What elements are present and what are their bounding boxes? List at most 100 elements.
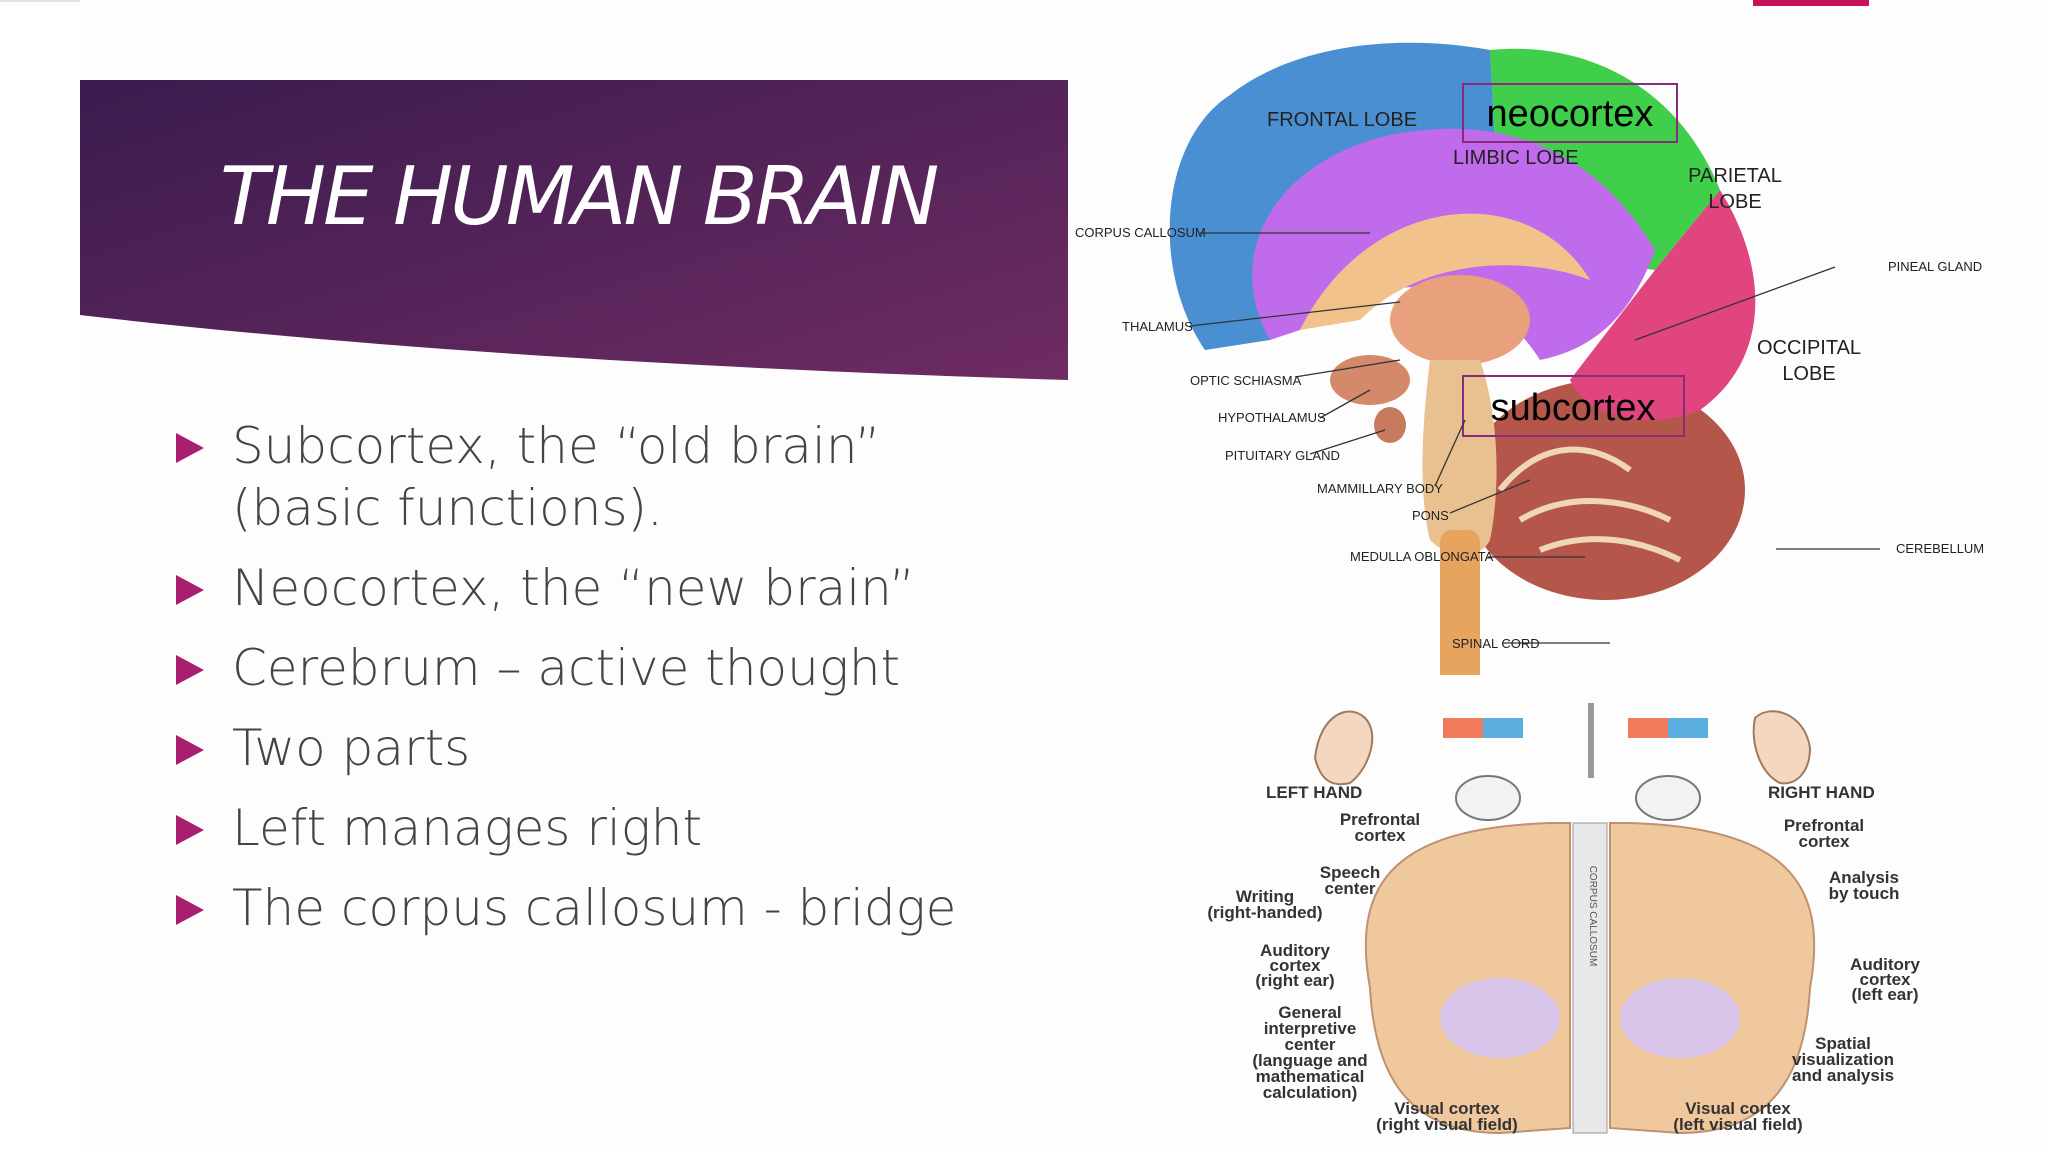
left-prefrontal-label-2: cortex — [1354, 826, 1406, 845]
left-auditory-label-3: (right ear) — [1255, 971, 1334, 990]
mammillary-body-label: MAMMILLARY BODY — [1317, 481, 1443, 496]
right-auditory-label: Auditory — [1850, 955, 1920, 974]
bullet-text: The corpus callosum - bridge — [232, 879, 957, 937]
right-prefrontal-label: Prefrontal — [1784, 816, 1864, 835]
left-auditory-label-2: cortex — [1269, 956, 1321, 975]
bullet-text: Neocortex, the “new brain” — [232, 559, 916, 617]
left-hemisphere-shape — [1364, 822, 1571, 1135]
bullet-text: Cerebrum – active thought — [232, 639, 901, 697]
visual-field-bar — [1668, 718, 1708, 738]
bullet-text-continued: (basic functions). — [232, 479, 663, 537]
left-interpretive-area — [1440, 978, 1560, 1058]
bullet-text: Two parts — [232, 719, 471, 777]
right-eye-icon — [1635, 775, 1701, 821]
left-side-labels: Prefrontal cortex Speech center Writing … — [1207, 810, 1517, 1134]
left-visual-label: Visual cortex — [1394, 1099, 1500, 1118]
left-hand-icon — [1313, 710, 1374, 786]
spatial-label-2: visualization — [1792, 1050, 1894, 1069]
brain-sagittal-illustration: neocortex subcortex FRONTAL LOBE LIMBIC … — [1075, 42, 1984, 685]
spatial-label: Spatial — [1815, 1034, 1871, 1053]
bullet-item: Cerebrum – active thought — [172, 637, 1072, 699]
corpus-callosum-vertical-label: CORPUS CALLOSUM — [1587, 866, 1598, 967]
general-center-label: General — [1278, 1003, 1341, 1022]
hypothalamus-shape — [1330, 355, 1410, 405]
bullet-item: Subcortex, the “old brain” (basic functi… — [172, 415, 1072, 539]
bullet-arrow-icon — [176, 655, 204, 685]
pineal-gland-label: PINEAL GLAND — [1888, 259, 1982, 274]
neocortex-label: neocortex — [1487, 93, 1654, 135]
writing-label: Writing — [1236, 887, 1294, 906]
hemisphere-diagram: CORPUS CALLOSUM LEFT HAND RIGHT HAND Pre… — [1170, 688, 1940, 1152]
title-banner: THE HUMAN BRAIN — [80, 80, 1068, 380]
right-spatial-area — [1620, 978, 1740, 1058]
spinal-cord-shape — [1440, 530, 1480, 685]
general-center-label-6: calculation) — [1263, 1083, 1357, 1102]
thalamus-shape — [1390, 275, 1530, 365]
medulla-oblongata-label: MEDULLA OBLONGATA — [1350, 549, 1494, 564]
left-visual-label-2: (right visual field) — [1376, 1115, 1518, 1134]
corpus-callosum-shape — [1300, 213, 1590, 330]
callout-lines — [1189, 232, 1880, 644]
right-visual-label: Visual cortex — [1685, 1099, 1791, 1118]
subcortex-box — [1462, 375, 1685, 437]
left-prefrontal-label: Prefrontal — [1340, 810, 1420, 829]
left-auditory-label: Auditory — [1260, 941, 1330, 960]
analysis-touch-label: Analysis — [1829, 868, 1899, 887]
speech-center-label-2: center — [1324, 879, 1375, 898]
bullet-arrow-icon — [176, 735, 204, 765]
bullet-item: Two parts — [172, 717, 1072, 779]
right-visual-label-2: (left visual field) — [1673, 1115, 1802, 1134]
pituitary-gland-label: PITUITARY GLAND — [1225, 448, 1340, 463]
right-hemisphere-shape — [1609, 822, 1816, 1135]
occipital-lobe-shape — [1570, 190, 1756, 420]
pituitary-shape — [1374, 407, 1406, 443]
general-center-label-2: interpretive — [1264, 1019, 1357, 1038]
bullet-list: Subcortex, the “old brain” (basic functi… — [172, 415, 1072, 957]
visual-field-bar — [1443, 718, 1483, 738]
neocortex-box — [1462, 83, 1678, 143]
title-banner-shape — [80, 80, 1068, 380]
brain-sagittal-diagram: neocortex subcortex FRONTAL LOBE LIMBIC … — [1070, 20, 2010, 685]
hemisphere-illustration: CORPUS CALLOSUM LEFT HAND RIGHT HAND Pre… — [1207, 703, 1920, 1135]
bullet-item: The corpus callosum - bridge — [172, 877, 1072, 939]
right-side-labels: Prefrontal cortex Analysis by touch Audi… — [1673, 816, 1920, 1134]
general-center-label-4: (language and — [1252, 1051, 1367, 1070]
bullet-item: Left manages right — [172, 797, 1072, 859]
right-prefrontal-label-2: cortex — [1798, 832, 1850, 851]
spinal-cord-label: SPINAL CORD — [1452, 636, 1540, 651]
right-auditory-label-3: (left ear) — [1851, 985, 1918, 1004]
frontal-lobe-label: FRONTAL LOBE — [1267, 109, 1417, 131]
bullet-text: Left manages right — [232, 799, 703, 857]
corpus-callosum-band — [1572, 822, 1608, 1134]
bullet-item: Neocortex, the “new brain” — [172, 557, 1072, 619]
subcortex-label: subcortex — [1491, 387, 1656, 429]
bullet-text: Subcortex, the “old brain” — [232, 417, 881, 475]
occipital-lobe-label-2: LOBE — [1782, 363, 1835, 385]
right-hand-icon — [1752, 710, 1812, 785]
occipital-lobe-label: OCCIPITAL — [1757, 337, 1861, 359]
pons-label: PONS — [1412, 508, 1449, 523]
bullet-arrow-icon — [176, 575, 204, 605]
accent-tab — [1753, 0, 1869, 6]
right-hand-label: RIGHT HAND — [1768, 783, 1875, 802]
hypothalamus-label: HYPOTHALAMUS — [1218, 410, 1326, 425]
left-hand-label: LEFT HAND — [1266, 783, 1362, 802]
cerebellum-label: CEREBELLUM — [1896, 541, 1984, 556]
spatial-label-3: and analysis — [1792, 1066, 1894, 1085]
general-center-label-3: center — [1284, 1035, 1335, 1054]
slide-title: THE HUMAN BRAIN — [220, 150, 939, 243]
bullet-arrow-icon — [176, 815, 204, 845]
right-auditory-label-2: cortex — [1859, 970, 1911, 989]
bullet-arrow-icon — [176, 895, 204, 925]
brainstem-shape — [1422, 360, 1497, 555]
visual-field-bar — [1483, 718, 1523, 738]
speech-center-label: Speech — [1320, 863, 1380, 882]
thalamus-label: THALAMUS — [1122, 319, 1193, 334]
left-eye-icon — [1455, 775, 1521, 821]
bullet-arrow-icon — [176, 433, 204, 463]
limbic-lobe-label: LIMBIC LOBE — [1453, 147, 1579, 169]
analysis-touch-label-2: by touch — [1829, 884, 1900, 903]
corpus-callosum-label: CORPUS CALLOSUM — [1075, 225, 1206, 240]
writing-label-2: (right-handed) — [1207, 903, 1322, 922]
optic-schiasma-label: OPTIC SCHIASMA — [1190, 373, 1302, 388]
